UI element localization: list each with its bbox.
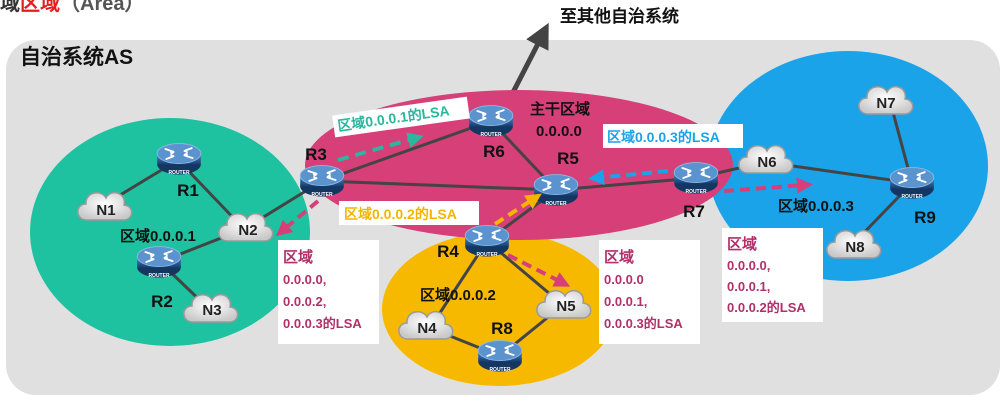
router-badge-text: ROUTER [545,201,567,207]
area-0-0-0-1-region [30,118,310,346]
router-label-r9: R9 [914,208,936,227]
router-label-r3: R3 [305,145,327,164]
external-as-label: 至其他自治系统 [560,6,679,26]
lsa-box-title: 区域 [727,235,757,253]
router-label-r6: R6 [483,142,505,161]
router-label-r8: R8 [491,319,513,338]
lsa-arrow-area1 [337,132,424,162]
router-badge-text: ROUTER [480,132,502,138]
backbone-area-label: 主干区域 [530,100,590,118]
lsa-box-r3: 区域 0.0.0.0, 0.0.0.2, 0.0.0.3的LSA [278,240,379,344]
lsa-box-line: 0.0.0.2的LSA [727,300,806,315]
router-badge-text: ROUTER [489,367,511,373]
network-label-n2: N2 [238,222,257,239]
lsa-box-title: 区域 [604,248,634,266]
backbone-area-id: 0.0.0.0 [536,123,582,140]
lsa-box-line: 0.0.0.3的LSA [604,316,683,331]
router-label-r4: R4 [437,242,459,261]
area-0-0-0-2-region [382,232,616,386]
network-label-n7: N7 [876,95,895,112]
network-label-n4: N4 [417,320,437,337]
area-0-0-0-3-region [708,51,988,281]
lsa-box-line: 0.0.0.0 [604,272,644,287]
area-label-0-0-0-2: 区域0.0.0.2 [420,286,496,304]
router-badge-text: ROUTER [148,273,170,279]
network-label-n8: N8 [845,239,864,256]
router-badge-text: ROUTER [168,170,190,176]
area-label-0-0-0-1: 区域0.0.0.1 [120,227,196,245]
router-label-r2: R2 [151,292,173,311]
lsa-arrow-r7-to-area3 [723,177,813,194]
lsa-arrow-r3-to-area1 [275,199,320,237]
lsa-box-title: 区域 [283,248,313,266]
network-label-n1: N1 [96,202,115,219]
router-label-r5: R5 [557,149,579,168]
router-badge-text: ROUTER [476,252,498,258]
area-label-0-0-0-3: 区域0.0.0.3 [778,197,854,215]
lsa-box-line: 0.0.0.0, [283,272,326,287]
router-badges: ROUTER ROUTER ROUTER ROUTER ROUTER ROUTE… [148,132,923,373]
lsa-box-r7: 区域 0.0.0.0, 0.0.0.1, 0.0.0.2的LSA [722,228,823,322]
router-badge-text: ROUTER [685,189,707,195]
page-heading: 域区域（Area） [0,0,144,15]
lsa-tag-area3: 区域0.0.0.3的LSA [607,129,720,145]
lsa-tag-area1-bg [332,96,470,138]
lsa-tag-area2: 区域0.0.0.2的LSA [344,206,457,222]
lsa-box-line: 0.0.0.1, [727,279,770,294]
lsa-box-line: 0.0.0.1, [604,294,647,309]
lsa-box-r4: 区域 0.0.0.0 0.0.0.1, 0.0.0.3的LSA [599,240,700,344]
lsa-box-line: 0.0.0.3的LSA [283,316,362,331]
lsa-box-line: 0.0.0.0, [727,258,770,273]
lsa-box-line: 0.0.0.2, [283,294,326,309]
network-label-n3: N3 [202,302,221,319]
router-labels: R1 R2 R3 R4 R5 R6 R7 R8 R9 [151,142,936,338]
network-label-n5: N5 [556,298,575,315]
router-badge-text: ROUTER [901,194,923,200]
network-label-n6: N6 [757,154,776,171]
lsa-arrow-r4-to-area2 [507,253,571,287]
router-label-r7: R7 [683,202,705,221]
router-badge-text: ROUTER [311,192,333,198]
lsa-tag-area3-bg [603,124,743,148]
lsa-arrow-area2 [493,193,542,226]
as-label: 自治系统AS [20,45,133,69]
router-label-r1: R1 [177,181,199,200]
lsa-tag-area2-bg [339,201,479,225]
lsa-arrow-area3 [588,169,669,186]
